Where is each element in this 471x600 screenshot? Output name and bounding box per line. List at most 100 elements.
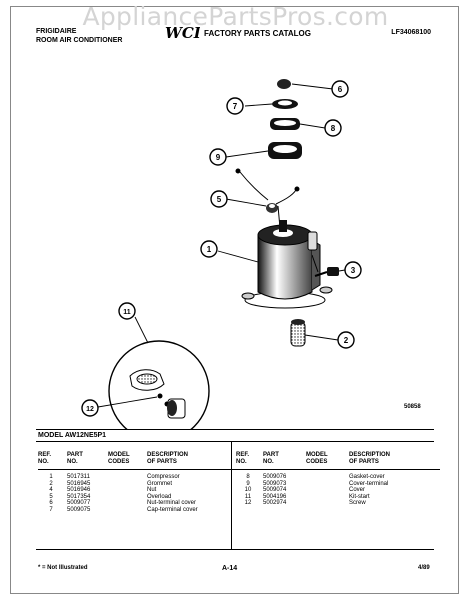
callout-12: 12	[81, 399, 99, 417]
ref-number-cell: 4	[49, 487, 53, 494]
part-number-cell: 5009075	[67, 506, 91, 513]
svg-text:8: 8	[331, 124, 336, 133]
model-codes-cell	[306, 481, 349, 488]
svg-text:9: 9	[216, 153, 221, 162]
table-row: 11 5004196 Kit-start	[236, 494, 440, 501]
model-codes-cell	[306, 494, 349, 501]
model-codes-cell	[108, 470, 147, 481]
model-rule-top	[36, 429, 434, 430]
svg-text:12: 12	[86, 406, 94, 413]
callout-6: 6	[331, 80, 349, 98]
ref-header: REF.NO.	[38, 452, 67, 470]
table-row: 10 5009074 Cover	[236, 487, 440, 494]
svg-text:7: 7	[233, 102, 238, 111]
model-number: MODEL AW12NE5P1	[38, 432, 107, 439]
watermark: AppliancePartsPros.com	[82, 2, 389, 31]
terminal-cover-cap-part	[272, 99, 298, 109]
compressor-part	[241, 220, 333, 309]
ref-number-cell: 11	[244, 493, 252, 500]
part-number-cell: 5009076	[263, 474, 287, 480]
svg-text:5: 5	[217, 195, 222, 204]
ref-number-cell: 10	[244, 487, 252, 494]
model-codes-cell	[108, 500, 147, 507]
description-cell: Kit-start	[349, 493, 370, 500]
description-cell: Grommet	[147, 480, 173, 487]
model-codes-cell	[108, 481, 147, 488]
ref-number-cell: 9	[246, 480, 250, 487]
ref-number-cell: 6	[49, 500, 53, 507]
callout-8: 8	[324, 119, 342, 137]
svg-text:WCI: WCI	[165, 24, 200, 40]
description-cell: Nut-terminal cover	[147, 500, 197, 507]
table-row: 8 5009076 Gasket-cover	[236, 470, 440, 481]
callout-11: 11	[118, 302, 136, 320]
description-cell: Cap-terminal cover	[147, 506, 198, 513]
ref-number-cell: 7	[49, 506, 53, 513]
svg-text:1: 1	[207, 245, 212, 254]
part-number-cell: 5002974	[263, 500, 287, 507]
terminal-cover-part	[268, 142, 302, 159]
callout-1: 1	[200, 240, 218, 258]
ref-header: REF.NO.	[236, 452, 263, 470]
description-cell: Overload	[147, 493, 172, 500]
callout-9: 9	[209, 148, 227, 166]
page-border	[10, 6, 459, 594]
callout-2: 2	[337, 331, 355, 349]
wire-leads	[235, 168, 300, 205]
page-number: A-14	[222, 565, 238, 572]
wci-logo: WCI	[165, 24, 200, 40]
terminal-cover-nut-part	[277, 79, 291, 89]
table-row: 1 5017311 Compressor	[38, 470, 236, 481]
description-cell: Cover-terminal	[349, 480, 389, 487]
part-number-cell: 5017354	[67, 493, 91, 500]
mounting-nut-part	[314, 267, 339, 277]
table-divider	[231, 441, 232, 549]
model-rule-bottom	[36, 441, 434, 442]
callout-3: 3	[344, 261, 362, 279]
part-number-cell: 5009074	[263, 487, 287, 494]
footer-rule	[36, 549, 434, 550]
start-kit-part	[108, 340, 210, 430]
model-codes-cell	[108, 507, 147, 514]
description-cell: Cover	[349, 487, 366, 494]
product-type: ROOM AIR CONDITIONER	[36, 37, 123, 44]
brand-name: FRIGIDAIRE	[36, 28, 77, 35]
model-codes-cell	[306, 487, 349, 494]
model-codes-cell	[306, 470, 349, 481]
description-cell: Compressor	[147, 474, 180, 480]
part-number-cell: 5004196	[263, 493, 287, 500]
callout-7: 7	[226, 97, 244, 115]
ref-number-cell: 2	[49, 480, 53, 487]
callout-5: 5	[210, 190, 228, 208]
part-number-cell: 5017311	[67, 474, 90, 480]
diagram-code: 50858	[404, 404, 421, 410]
description-cell: Nut	[147, 487, 157, 494]
catalog-code: LF34068100	[391, 29, 431, 36]
part-number-cell: 5016946	[67, 487, 91, 494]
overload-part	[266, 203, 281, 229]
table-row: 4 5016946 Nut	[38, 487, 236, 494]
description-cell: Screw	[349, 500, 366, 507]
table-row: 7 5009075 Cap-terminal cover	[38, 507, 236, 514]
ref-number-cell: 1	[49, 474, 53, 480]
svg-text:2: 2	[344, 336, 349, 345]
ref-number-cell: 8	[246, 474, 250, 480]
catalog-title: FACTORY PARTS CATALOG	[204, 29, 311, 38]
description-cell: Gasket-cover	[349, 474, 385, 480]
part-number-cell: 5016945	[67, 480, 91, 487]
model-codes-cell	[108, 494, 147, 501]
model-codes-cell	[108, 487, 147, 494]
table-row: 2 5016945 Grommet	[38, 481, 236, 488]
cover-gasket-part	[270, 118, 300, 130]
footnote: * = Not Illustrated	[38, 565, 88, 571]
